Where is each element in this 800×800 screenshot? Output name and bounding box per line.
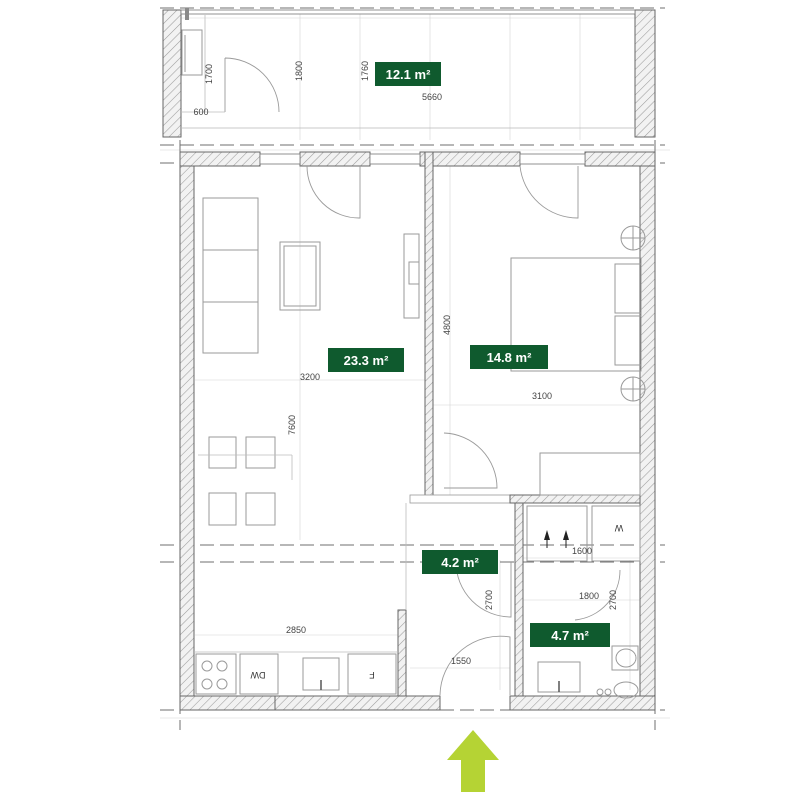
sink-icon: [537, 661, 581, 693]
cooktop-icon: [201, 660, 228, 690]
area-label-bedroom: 14.8 m²: [487, 350, 532, 365]
appliance-labels: DW F W: [250, 523, 623, 680]
dimension-label: 600: [193, 107, 208, 117]
dining-set: [198, 436, 293, 526]
dimension-label: 1700: [204, 64, 214, 84]
dishwasher-label: DW: [250, 670, 265, 680]
area-label-bathroom: 4.7 m²: [551, 628, 589, 643]
balcony: [162, 8, 656, 138]
bedroom-furniture: [443, 165, 646, 496]
area-badge-hall: 4.2 m²: [422, 550, 498, 574]
area-label-living: 23.3 m²: [344, 353, 389, 368]
dimension-label: 1800: [579, 591, 599, 601]
dimension-label: 1800: [294, 61, 304, 81]
exterior-walls: [179, 151, 656, 711]
area-badge-living: 23.3 m²: [328, 348, 404, 372]
dimension-labels: 1700 600 1800 1760 5660 3200 7600 4800 3…: [193, 61, 618, 666]
washer-label: W: [614, 523, 623, 533]
dimension-label: 3100: [532, 391, 552, 401]
area-badge-balcony: 12.1 m²: [375, 62, 441, 86]
dimension-label: 4800: [442, 315, 452, 335]
dimension-label: 1600: [572, 546, 592, 556]
kitchen: [194, 651, 398, 695]
dimension-label: 1550: [451, 656, 471, 666]
entrance-arrow-icon: [447, 730, 499, 792]
wardrobe: [526, 505, 641, 562]
dimension-label: 1760: [360, 61, 370, 81]
dimension-label: 2700: [484, 590, 494, 610]
toilet-icon: [611, 645, 639, 699]
dimension-label: 7600: [287, 415, 297, 435]
area-badge-bedroom: 14.8 m²: [470, 345, 548, 369]
area-label-balcony: 12.1 m²: [386, 67, 431, 82]
construction-grid: [160, 10, 670, 719]
dimension-label: 5660: [422, 92, 442, 102]
dimension-label: 2700: [608, 590, 618, 610]
structural-axes: [160, 7, 665, 730]
living-furniture: [202, 165, 420, 354]
fridge-label: F: [369, 670, 375, 680]
dimension-label: 2850: [286, 625, 306, 635]
interior-walls: [397, 151, 641, 697]
area-badge-bathroom: 4.7 m²: [530, 623, 610, 647]
dimension-label: 3200: [300, 372, 320, 382]
area-label-hall: 4.2 m²: [441, 555, 479, 570]
bathroom-fixtures: [537, 645, 639, 699]
